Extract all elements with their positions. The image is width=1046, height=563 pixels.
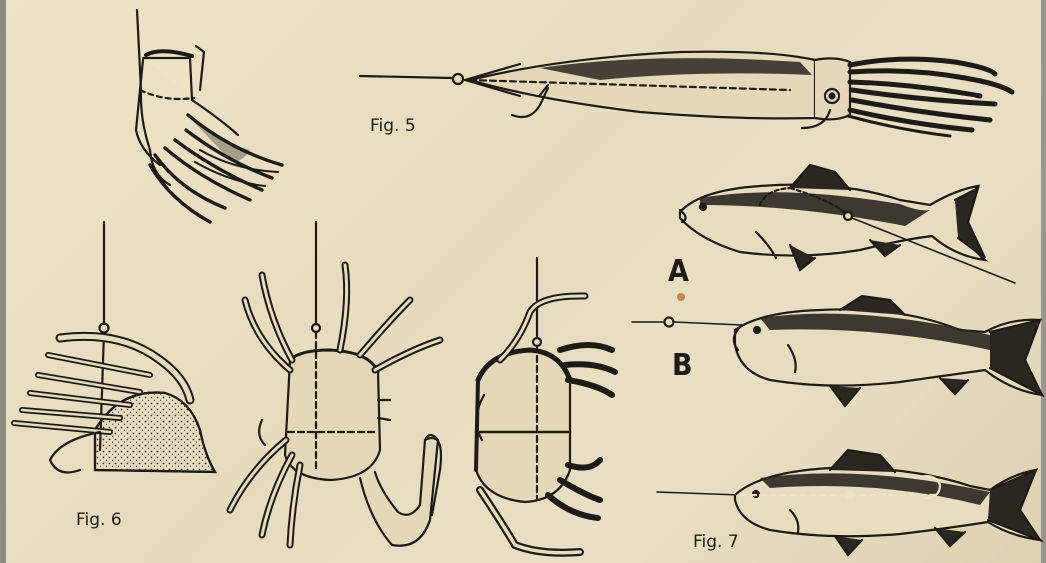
crab-underside-illustration bbox=[476, 258, 615, 553]
ink-stain bbox=[677, 293, 685, 301]
fish-a-illustration bbox=[680, 165, 1015, 283]
squid-head-illustration bbox=[136, 10, 282, 222]
crab-side-view-illustration bbox=[14, 222, 215, 472]
fig7-label: Fig. 7 bbox=[693, 532, 739, 552]
crab-top-view-illustration bbox=[230, 222, 441, 546]
label-a: A bbox=[668, 254, 689, 289]
fig5-label: Fig. 5 bbox=[370, 116, 416, 136]
rigged-squid-illustration bbox=[360, 52, 1012, 136]
fish-b-illustration bbox=[632, 296, 1042, 406]
fig6-label: Fig. 6 bbox=[76, 510, 122, 530]
label-b: B bbox=[672, 348, 693, 383]
